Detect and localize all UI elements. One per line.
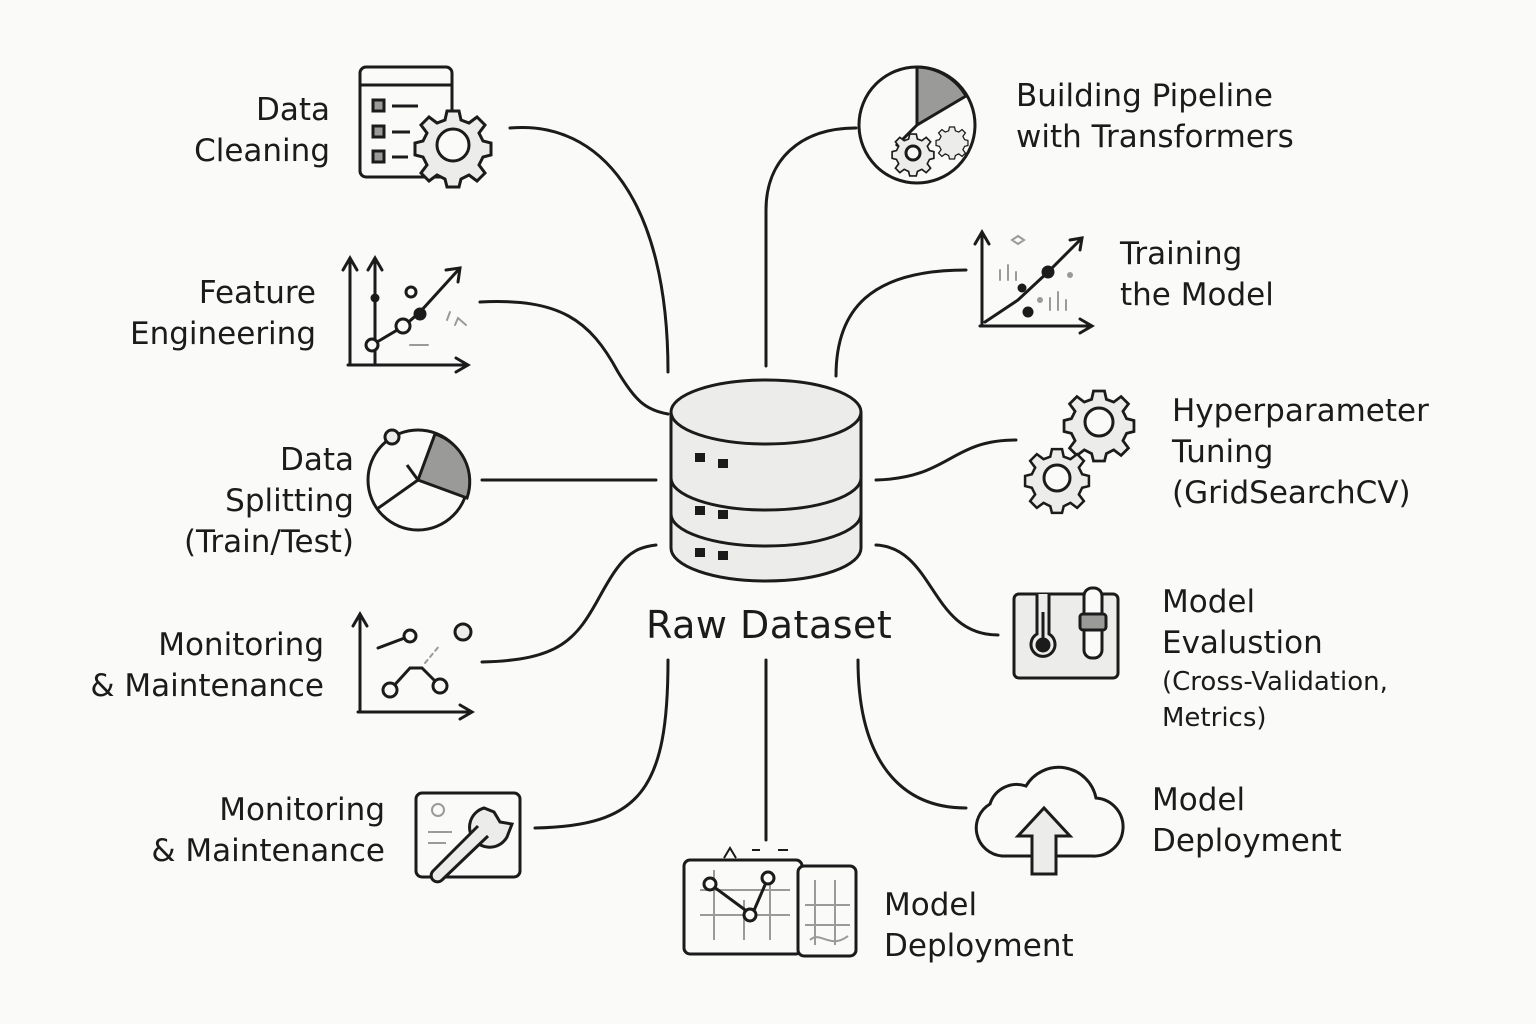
feature-engineering-label: Feature Engineering [130, 275, 316, 352]
evaluation-label: Model Evalustion (Cross-Validation, Metr… [1162, 584, 1388, 733]
connector-pipeline [764, 126, 858, 368]
pipeline-label: Building Pipeline with Transformers [1016, 78, 1294, 155]
thermometer-slider-icon [1012, 586, 1120, 680]
checklist-gear-icon [358, 65, 493, 189]
deployment-right-label: Model Deployment [1152, 782, 1342, 859]
data-splitting-label: Data Splitting (Train/Test) [183, 442, 354, 560]
connectors [478, 125, 1018, 842]
pie-gear-icon [857, 65, 977, 185]
cloud-upload-icon [974, 765, 1125, 876]
data-cleaning-label: Data Cleaning [194, 92, 330, 169]
connector-tuning [874, 438, 1018, 482]
monitoring-1-label: Monitoring & Maintenance [90, 627, 324, 704]
wrench-icon [414, 791, 522, 884]
training-label: Training the Model [1120, 236, 1274, 313]
connector-deployment-right [856, 658, 968, 810]
tuning-label: Hyperparameter Tuning (GridSearchCV) [1172, 393, 1429, 511]
training-chart-icon [973, 229, 1095, 335]
scatter-chart-icon [351, 611, 475, 721]
connector-evaluation [874, 543, 1000, 637]
monitoring-2-label: Monitoring & Maintenance [151, 792, 385, 869]
line-chart-icon [341, 255, 471, 374]
dashboard-chart-icon [682, 846, 858, 958]
connector-feature-engineering [478, 300, 670, 416]
pie-chart-icon [366, 428, 472, 532]
connector-monitoring-2 [533, 658, 670, 830]
database-icon [669, 378, 863, 583]
connector-training [834, 268, 968, 378]
gears-icon [1023, 389, 1136, 515]
deployment-bottom-label: Model Deployment [884, 887, 1074, 964]
connector-data-cleaning [508, 125, 670, 374]
connector-monitoring-1 [480, 543, 658, 664]
raw-dataset-label: Raw Dataset [646, 603, 893, 647]
